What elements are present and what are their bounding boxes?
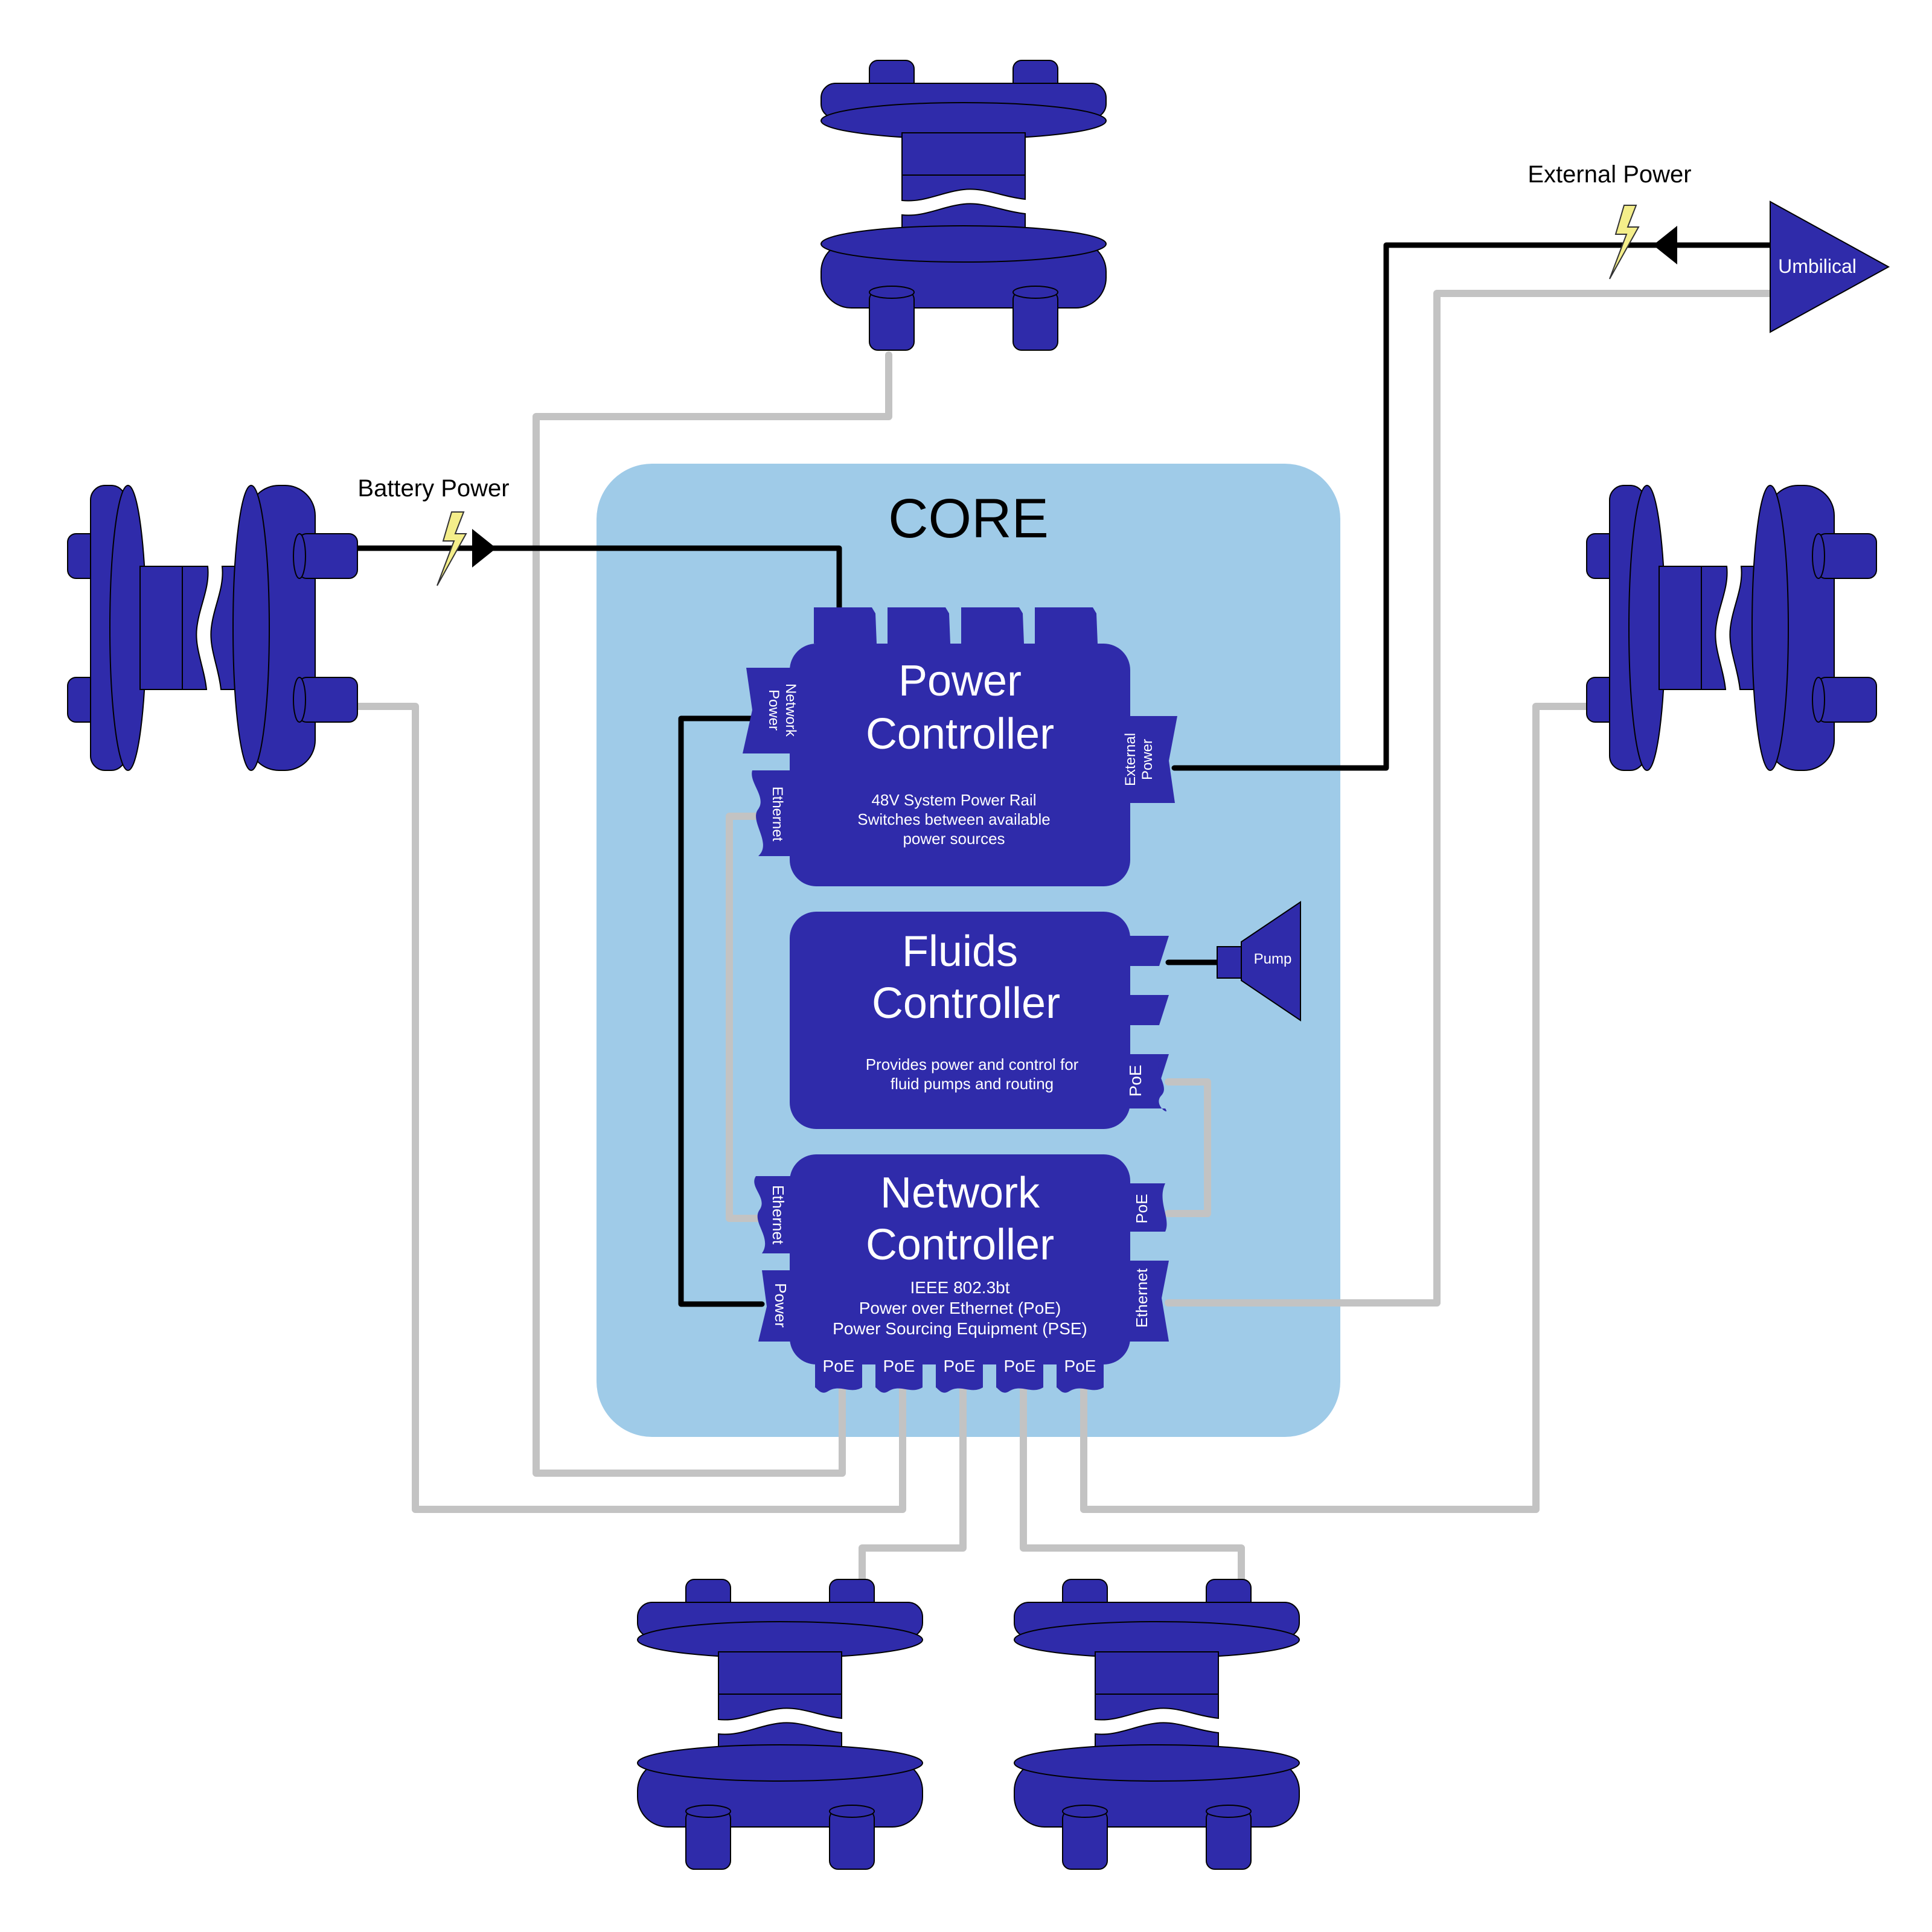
- external-power-label: External Power: [1527, 161, 1691, 188]
- poe-port-label: PoE: [823, 1357, 855, 1375]
- poe-port-label: PoE: [944, 1357, 976, 1375]
- umbilical-shape: [1770, 200, 1890, 333]
- network-controller-desc-2: Power over Ethernet (PoE): [859, 1299, 1061, 1317]
- poe-port-label: PoE: [1064, 1357, 1096, 1375]
- connector-right: [1586, 485, 1877, 771]
- fluids-controller-desc-2: fluid pumps and routing: [891, 1075, 1054, 1093]
- power-controller-title: Power: [898, 657, 1022, 705]
- power-controller-desc-2: Switches between available: [857, 810, 1050, 828]
- power-lines: [354, 242, 1773, 1307]
- fluids-controller-desc-1: Provides power and control for: [866, 1055, 1079, 1073]
- port-ethernet-label: Ethernet: [769, 787, 785, 842]
- power-controller-title-2: Controller: [866, 710, 1054, 758]
- connector-left: [67, 485, 358, 771]
- network-controller-desc-3: Power Sourcing Equipment (PSE): [833, 1319, 1087, 1338]
- external-power-arrow-icon: [1653, 226, 1677, 264]
- battery-lightning-icon: [437, 511, 467, 586]
- port-external-power-label-2: Power: [1139, 739, 1156, 780]
- fluids-port-poe-label: PoE: [1126, 1065, 1145, 1097]
- power-controller-desc-1: 48V System Power Rail: [871, 791, 1036, 809]
- battery-power-label: Battery Power: [357, 475, 509, 502]
- cable-network: [354, 290, 1774, 1598]
- port-network-power-label-2: Power: [766, 689, 782, 731]
- connector-top: [820, 60, 1107, 351]
- network-controller-desc-1: IEEE 802.3bt: [910, 1278, 1009, 1297]
- port-external-power-label: External: [1122, 733, 1139, 786]
- network-controller-title: Network: [880, 1169, 1040, 1217]
- core-title: CORE: [888, 488, 1049, 549]
- port-network-power-label: Network: [782, 683, 799, 737]
- connector-bottom-right: [1014, 1579, 1300, 1870]
- fluids-controller-title-2: Controller: [872, 979, 1060, 1028]
- power-controller: Power Controller 48V System Power Rail S…: [743, 607, 1177, 886]
- pump-label: Pump: [1254, 951, 1292, 967]
- umbilical-label: Umbilical: [1778, 255, 1857, 277]
- battery-power-arrow-icon: [472, 529, 496, 568]
- network-port-poe-right-label: PoE: [1133, 1194, 1151, 1223]
- external-lightning-icon: [1609, 205, 1640, 280]
- network-port-ethernet-right-label: Ethernet: [1133, 1268, 1151, 1328]
- connector-bottom-left: [637, 1579, 923, 1870]
- fluids-controller: Fluids Controller Provides power and con…: [790, 912, 1169, 1129]
- network-controller: Network Controller IEEE 802.3bt Power ov…: [754, 1154, 1169, 1393]
- poe-port-label: PoE: [883, 1357, 915, 1375]
- network-controller-title-2: Controller: [866, 1221, 1054, 1269]
- pump: Pump: [1217, 901, 1301, 1022]
- fluids-controller-title: Fluids: [902, 927, 1018, 976]
- network-port-ethernet-left-label: Ethernet: [769, 1185, 787, 1245]
- network-port-power-label: Power: [772, 1283, 790, 1328]
- power-controller-desc-3: power sources: [903, 830, 1005, 848]
- poe-port-label: PoE: [1004, 1357, 1036, 1375]
